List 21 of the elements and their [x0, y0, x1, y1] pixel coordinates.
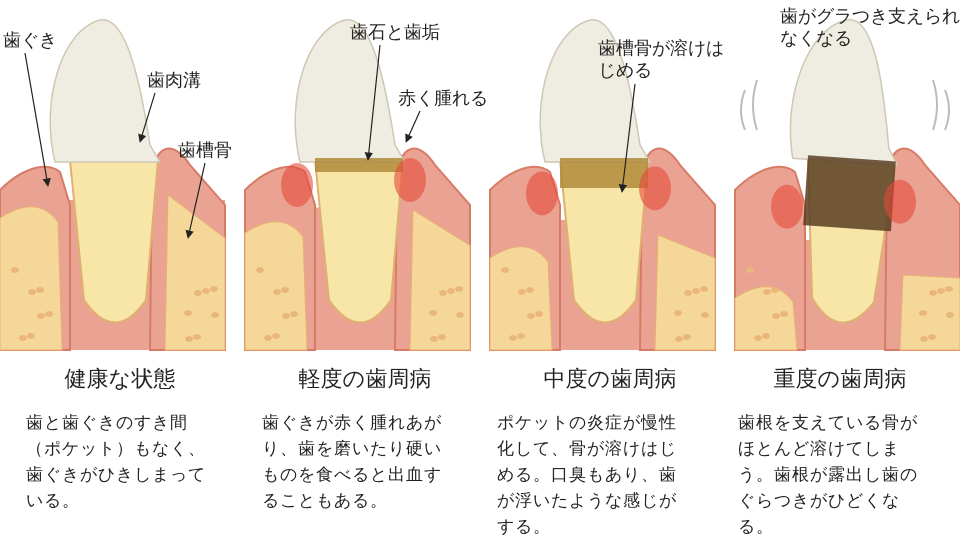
- description-text: ポケットの炎症が慢性化して、骨が溶けはじめる。口臭もあり、歯が浮いたような感じがする。: [497, 412, 678, 539]
- panel-heading: 健康な状態: [64, 366, 176, 394]
- panel-heading: 重度の歯周病: [772, 366, 908, 394]
- panel-heading: 軽度の歯周病: [298, 366, 432, 394]
- callout-label: 赤く腫れる: [398, 88, 498, 110]
- description-text: 歯ぐきが赤く腫れあがり、歯を磨いたり硬いものを食べると出血することもある。: [262, 412, 443, 513]
- description-text: 歯と歯ぐきのすき間（ポケット）もなく、歯ぐきがひきしまっている。: [26, 412, 207, 513]
- leader-line: [618, 84, 636, 193]
- leader-line: [138, 92, 156, 143]
- leader-line: [364, 44, 381, 161]
- callout-label: 歯石と歯垢: [350, 22, 450, 44]
- leader-line: [24, 52, 51, 187]
- leader-line: [405, 110, 421, 143]
- panel-heading: 中度の歯周病: [542, 366, 678, 394]
- callout-label: 歯肉溝: [147, 70, 209, 92]
- callout-label: 歯ぐき: [3, 30, 65, 52]
- callout-label: 歯槽骨が溶けはじめる: [598, 38, 728, 82]
- description-text: 歯根を支えている骨がほとんど溶けてしまう。歯根が露出し歯のぐらつきがひどくなる。: [738, 412, 919, 539]
- leader-line: [186, 162, 206, 239]
- callout-label: 歯槽骨: [178, 140, 240, 162]
- caption-text: 歯がグラつき支えられなくなる: [780, 6, 960, 50]
